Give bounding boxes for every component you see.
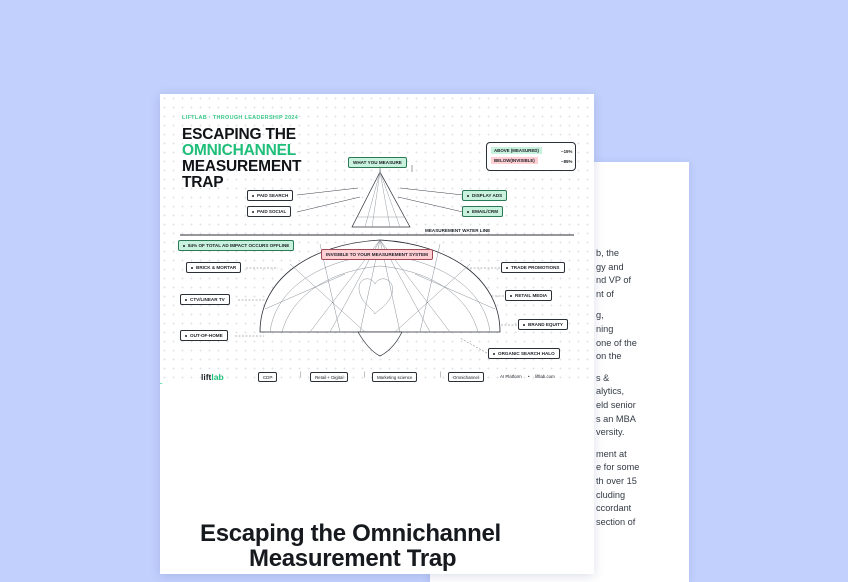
ctv-label: CTV/LINEAR TV bbox=[180, 294, 230, 306]
display-ads-label: DISPLAY ADS bbox=[462, 190, 508, 202]
legend-below-label: BELOW(INVISIBLE) bbox=[491, 157, 538, 164]
front-page: LIFTLAB · THROUGH LEADERSHIP 2024 ESCAPI… bbox=[160, 94, 594, 574]
legend-below: BELOW(INVISIBLE) ~85% bbox=[491, 157, 572, 164]
back-page-line: e for some bbox=[596, 462, 640, 473]
iceberg-diagram bbox=[160, 165, 574, 384]
retail-media-label: RETAIL MEDIA bbox=[505, 290, 553, 302]
cover-eyebrow: LIFTLAB · THROUGH LEADERSHIP 2024 bbox=[182, 115, 299, 121]
document-title-line2: Measurement Trap bbox=[249, 545, 457, 572]
trade-promotions-label: TRADE PROMOTIONS bbox=[501, 262, 565, 274]
footer-ai-platform: AI Platform bbox=[500, 374, 522, 379]
cover-title-line2: OMNICHANNEL bbox=[182, 142, 297, 159]
footer-separator: | bbox=[300, 372, 302, 378]
back-page-line: th over 15 bbox=[596, 476, 637, 486]
back-page-line: ment at bbox=[596, 448, 627, 459]
legend-above-value: ~15% bbox=[561, 149, 573, 154]
back-page-line: on the bbox=[596, 351, 622, 362]
legend-below-value: ~85% bbox=[561, 159, 573, 164]
liftlab-logo: liftlab bbox=[201, 372, 224, 382]
back-page-line: nt of bbox=[596, 288, 614, 299]
footer-tag-omnichannel: Omnichannel bbox=[448, 372, 484, 382]
legend-above-label: ABOVE (MEASURED) bbox=[491, 147, 542, 154]
waterline-label: MEASUREMENT WATER LINE bbox=[425, 228, 491, 233]
legend-box: ABOVE (MEASURED) ~15% BELOW(INVISIBLE) ~… bbox=[486, 142, 576, 171]
what-you-measure-label: WHAT YOU MEASURE bbox=[348, 157, 407, 169]
cover-footer: liftlab CDP | Retail + Digital | Marketi… bbox=[160, 370, 594, 386]
ooh-label: OUT-OF-HOME bbox=[180, 330, 228, 342]
email-crm-label: EMAIL/CRM bbox=[462, 206, 504, 218]
organic-search-label: ORGANIC SEARCH HALO bbox=[488, 348, 560, 360]
brand-equity-label: BRAND EQUITY bbox=[518, 319, 568, 331]
cover-title-line3: MEASUREMENT bbox=[182, 158, 302, 175]
document-title-line1: Escaping the Omnichannel bbox=[200, 520, 501, 547]
back-page-line: ning bbox=[596, 324, 614, 334]
footer-separator: | bbox=[440, 372, 442, 378]
paid-social-label: PAID SOCIAL bbox=[247, 206, 292, 218]
footer-tag-marketing: Marketing science bbox=[372, 372, 418, 382]
footer-separator: | bbox=[364, 372, 366, 378]
offline-stat-label: 84% OF TOTAL AD IMPACT OCCURS OFFLINE bbox=[178, 240, 295, 252]
back-page-line: cluding bbox=[596, 489, 626, 500]
legend-above: ABOVE (MEASURED) ~15% bbox=[491, 147, 572, 154]
back-page-line: nd VP of bbox=[596, 275, 632, 286]
back-page-line: versity. bbox=[596, 427, 625, 438]
footer-bullet: • bbox=[528, 374, 530, 379]
footer-tag-cdp: CDP bbox=[258, 372, 278, 382]
back-page-line: eld senior bbox=[596, 400, 636, 410]
back-page-line: s & bbox=[596, 372, 610, 383]
paid-search-label: PAID SEARCH bbox=[247, 190, 294, 202]
back-page-line: g, bbox=[596, 310, 604, 321]
back-page-line: one of the bbox=[596, 337, 637, 348]
brick-mortar-label: BRICK & MORTAR bbox=[186, 262, 242, 274]
cover-title: ESCAPING THE OMNICHANNEL MEASUREMENT TRA… bbox=[182, 127, 301, 191]
back-page-line: alytics, bbox=[596, 386, 625, 397]
back-page-line: ccordant bbox=[596, 503, 632, 514]
back-page-line: b, the bbox=[596, 248, 619, 258]
back-page-line: gy and bbox=[596, 261, 624, 272]
back-page-line: section of bbox=[596, 516, 636, 527]
footer-site: liftlab.com bbox=[535, 374, 555, 379]
cover-title-line4: TRAP bbox=[182, 174, 224, 191]
back-page-line: s an MBA bbox=[596, 413, 636, 424]
invisible-label: INVISIBLE TO YOUR MEASUREMENT SYSTEM bbox=[321, 249, 433, 261]
cover-title-line1: ESCAPING THE bbox=[182, 126, 296, 143]
footer-tag-retail: Retail + Digital bbox=[310, 372, 349, 382]
